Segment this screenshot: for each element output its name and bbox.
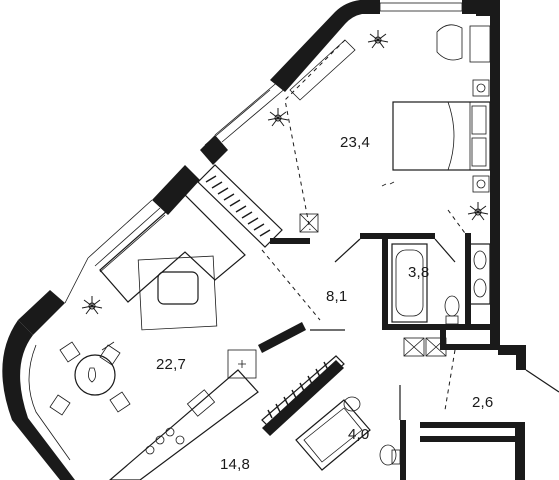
bed [392, 101, 491, 171]
washbasin-1-bowl-a [473, 250, 487, 270]
wall-bedroom-hall [360, 233, 435, 239]
toilet-2 [379, 444, 397, 466]
dining-chair-3 [49, 394, 71, 416]
plant-icon [367, 30, 389, 49]
room-area-hall: 8,1 [326, 288, 348, 305]
dashed-opening-bath1 [447, 209, 471, 241]
diagonal-wall-3 [18, 290, 65, 335]
room-area-kitchen: 14,8 [220, 456, 250, 473]
diagonal-wall-1 [200, 135, 228, 165]
wall-bathroom2-right [400, 420, 406, 480]
kitchen-counter [109, 369, 259, 480]
exterior-wall-right-step [516, 345, 526, 370]
wall-closet-lower [420, 422, 520, 428]
rug [137, 255, 218, 331]
washbasin-1-bowl-b [473, 278, 487, 298]
washbasin-1 [469, 243, 491, 305]
wall-kitchen-hall [258, 322, 306, 353]
door-closet [525, 369, 559, 393]
bedroom-stool [299, 213, 319, 233]
toilet-1 [444, 295, 460, 317]
plant-icon [467, 202, 489, 221]
diagonal-window-2 [87, 199, 166, 273]
coffee-table [157, 271, 199, 305]
room-area-bedroom: 23,4 [340, 134, 370, 151]
stove-burner-1 [155, 435, 165, 445]
wall-bathroom1-bottom [382, 324, 492, 330]
lamp-bottom [476, 179, 486, 189]
nightstand-top [472, 79, 490, 97]
top-window [379, 2, 463, 12]
bedroom-wardrobe [289, 39, 356, 101]
side-table [469, 25, 491, 63]
bathtub-1 [391, 243, 428, 323]
exterior-wall-top [462, 0, 476, 14]
hall-wardrobe [197, 164, 283, 248]
room-area-living: 22,7 [156, 356, 186, 373]
dashed-opening-hall [261, 249, 321, 321]
plant-icon [267, 108, 289, 127]
room-area-corridor: 2,6 [472, 394, 494, 411]
slippers [381, 181, 395, 187]
toilet-1-tank [445, 315, 459, 325]
wall-bath1-right [465, 233, 471, 328]
dining-chair-2 [99, 344, 121, 366]
door-bedroom [334, 238, 361, 263]
exterior-wall-right-lower [498, 345, 526, 355]
nightstand-bottom [472, 175, 490, 193]
toilet-2-tank [391, 449, 401, 465]
dining-table [74, 354, 116, 396]
utility-boxes [403, 337, 447, 357]
kitchen-cabinet-cross [238, 360, 246, 368]
armchair [436, 24, 463, 61]
exterior-wall-top-curve [270, 0, 380, 92]
bathtub-2 [295, 399, 371, 471]
diagonal-window-1 [204, 79, 288, 146]
bedroom-stool-x [299, 213, 319, 233]
sofa [99, 194, 246, 303]
dining-chair-1 [59, 341, 81, 363]
stove-burner-2 [165, 427, 175, 437]
kitchen-cabinet [227, 349, 257, 379]
kitchen-sink [186, 389, 216, 417]
exterior-wall-left-curve [2, 320, 75, 480]
bed-pillow-1 [471, 105, 487, 135]
room-area-bathroom-2: 4,0 [348, 426, 370, 443]
wall-corridor [440, 330, 446, 350]
bed-blanket [393, 101, 455, 171]
stove-burner-3 [145, 445, 155, 455]
door-bathroom1 [434, 238, 456, 263]
bed-headboard [469, 101, 491, 171]
bathtub-1-inner [395, 249, 424, 317]
dashed-opening-corridor [444, 349, 456, 411]
diagonal-wall-2 [152, 165, 200, 215]
wall-closet-right [515, 422, 525, 480]
bed-pillow-2 [471, 137, 487, 167]
plant-icon [81, 296, 103, 315]
room-area-bathroom-1: 3,8 [408, 264, 430, 281]
dining-chair-5 [101, 341, 115, 351]
vase [88, 367, 96, 383]
bathtub-2-inner [303, 407, 363, 463]
stove-burner-4 [175, 435, 185, 445]
wall-bedroom-closet [270, 238, 310, 244]
wall-bathroom1-left [382, 233, 388, 328]
exterior-wall-right-vertical [490, 0, 500, 345]
dining-chair-4 [109, 391, 131, 413]
diagonal-window-3 [64, 257, 89, 304]
wall-corridor-bottom [446, 344, 498, 350]
left-curved-window [28, 344, 71, 461]
lamp-top [476, 83, 486, 93]
bathroom2-wardrobe [261, 355, 345, 429]
wall-closet-lower-2 [420, 436, 515, 442]
washbasin-2 [343, 396, 361, 412]
